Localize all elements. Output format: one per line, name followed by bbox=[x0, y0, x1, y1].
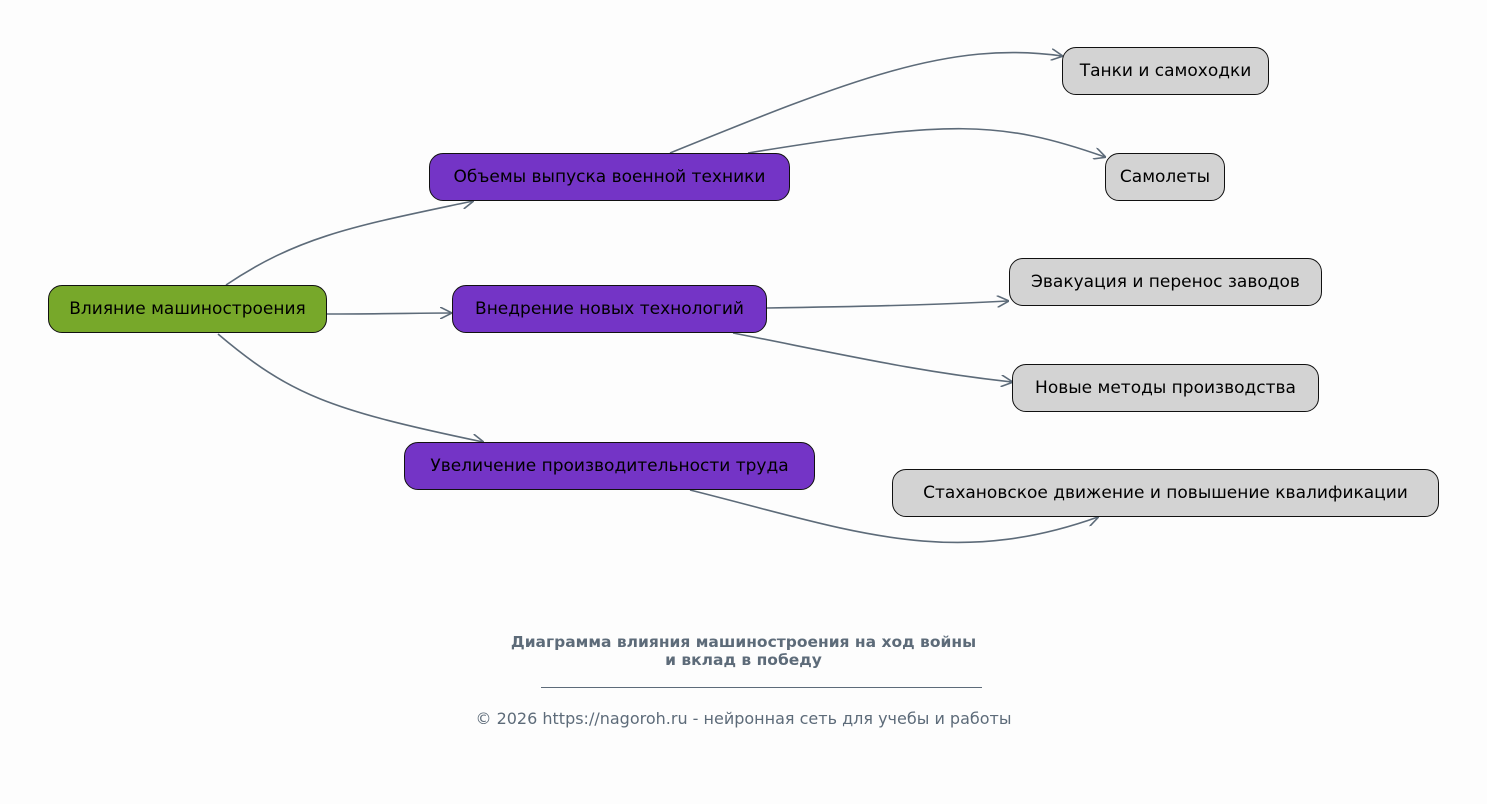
leaf-node-planes[interactable]: Самолеты bbox=[1105, 153, 1225, 201]
branch-node-productivity[interactable]: Увеличение производительности труда bbox=[404, 442, 815, 490]
edge-volumes-to-planes bbox=[747, 127, 1105, 157]
diagram-title-line2: и вклад в победу bbox=[665, 651, 822, 669]
edge-root-to-technologies bbox=[326, 313, 451, 314]
edge-technologies-to-methods bbox=[732, 332, 1012, 382]
diagram-title-line1: Диаграмма влияния машиностроения на ход … bbox=[510, 633, 977, 651]
footer-divider bbox=[541, 687, 982, 688]
leaf-node-tanks[interactable]: Танки и самоходки bbox=[1062, 47, 1269, 95]
diagram-title: Диаграмма влияния машиностроения на ход … bbox=[0, 633, 1487, 669]
leaf-node-stakhanov[interactable]: Стахановское движение и повышение квалиф… bbox=[892, 469, 1439, 517]
edge-technologies-to-evacuation bbox=[766, 301, 1008, 309]
copyright-text: © 2026 https://nagoroh.ru - нейронная се… bbox=[475, 709, 1012, 728]
leaf-node-methods[interactable]: Новые методы производства bbox=[1012, 364, 1319, 412]
edge-root-to-volumes bbox=[225, 201, 473, 286]
edge-volumes-to-tanks bbox=[669, 53, 1062, 154]
branch-node-volumes[interactable]: Объемы выпуска военной техники bbox=[429, 153, 790, 201]
branch-node-technologies[interactable]: Внедрение новых технологий bbox=[452, 285, 767, 333]
root-node[interactable]: Влияние машиностроения bbox=[48, 285, 327, 333]
edge-root-to-productivity bbox=[217, 333, 483, 442]
edge-productivity-to-stakhanov bbox=[689, 489, 1098, 544]
leaf-node-evacuation[interactable]: Эвакуация и перенос заводов bbox=[1009, 258, 1322, 306]
